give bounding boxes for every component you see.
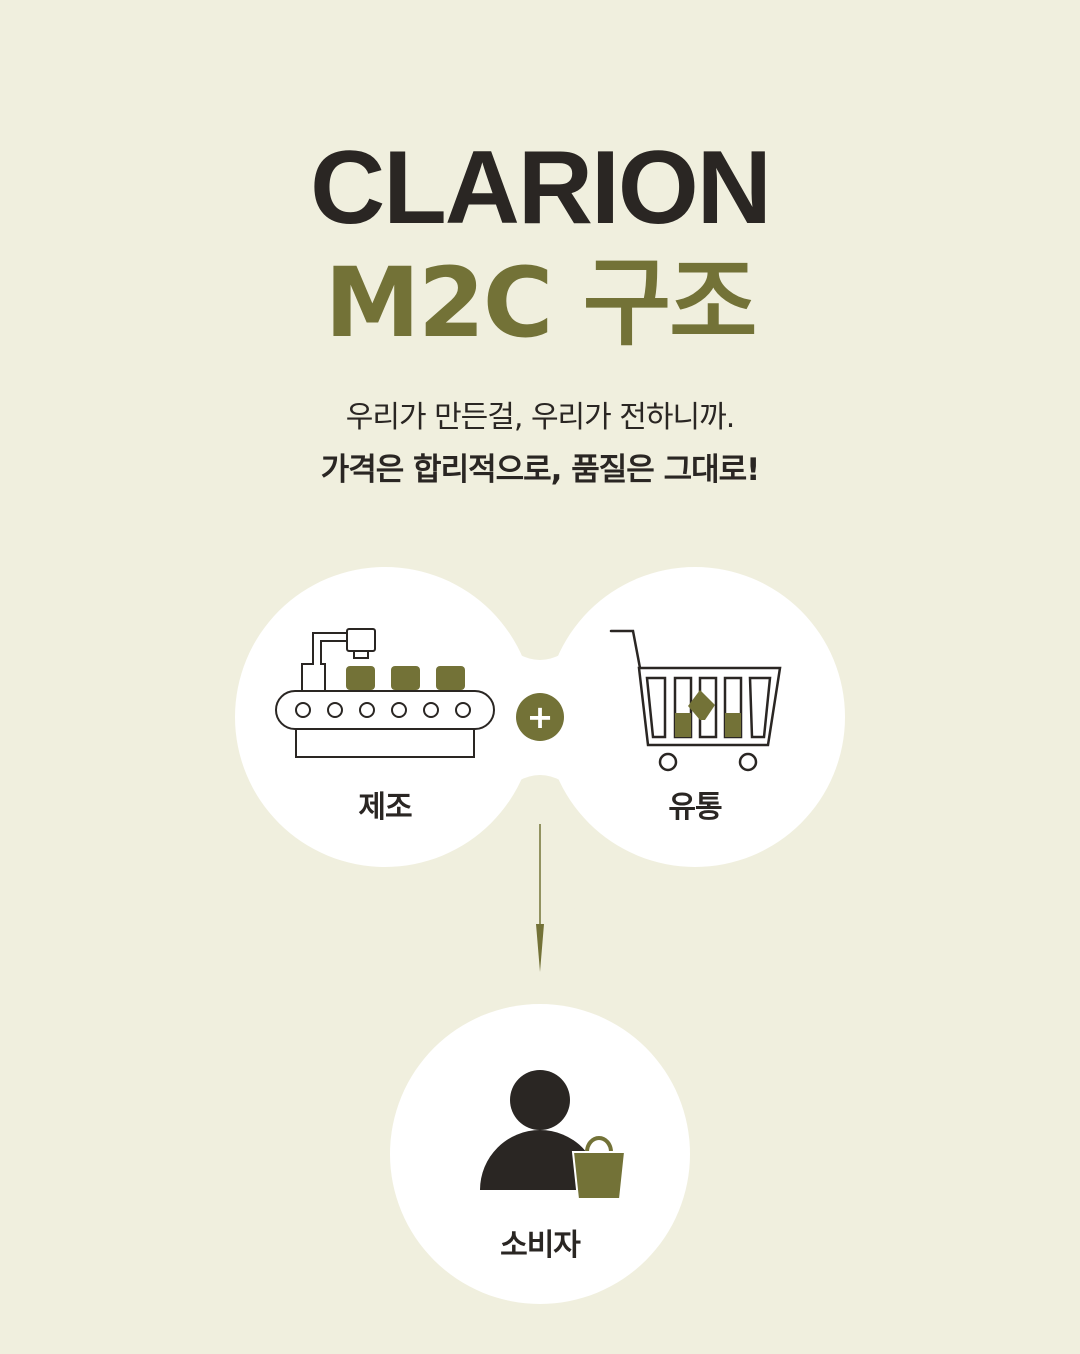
tagline: 우리가 만든걸, 우리가 전하니까. (345, 400, 735, 435)
brand-logo: CLARION (310, 130, 772, 246)
flow-arrow (536, 824, 544, 972)
shopping-cart-icon (609, 629, 782, 772)
headline: 가격은 합리적으로, 품질은 그대로! (320, 452, 761, 488)
conveyor-icon (275, 628, 495, 758)
label-consumer: 소비자 (500, 1228, 581, 1263)
page-title: M2C 구조 (324, 247, 758, 359)
label-distribution: 유통 (668, 790, 722, 825)
label-manufacture: 제조 (358, 790, 412, 825)
consumer-icon (480, 1070, 627, 1200)
plus-icon: + (516, 693, 564, 741)
svg-text:+: + (527, 698, 554, 736)
